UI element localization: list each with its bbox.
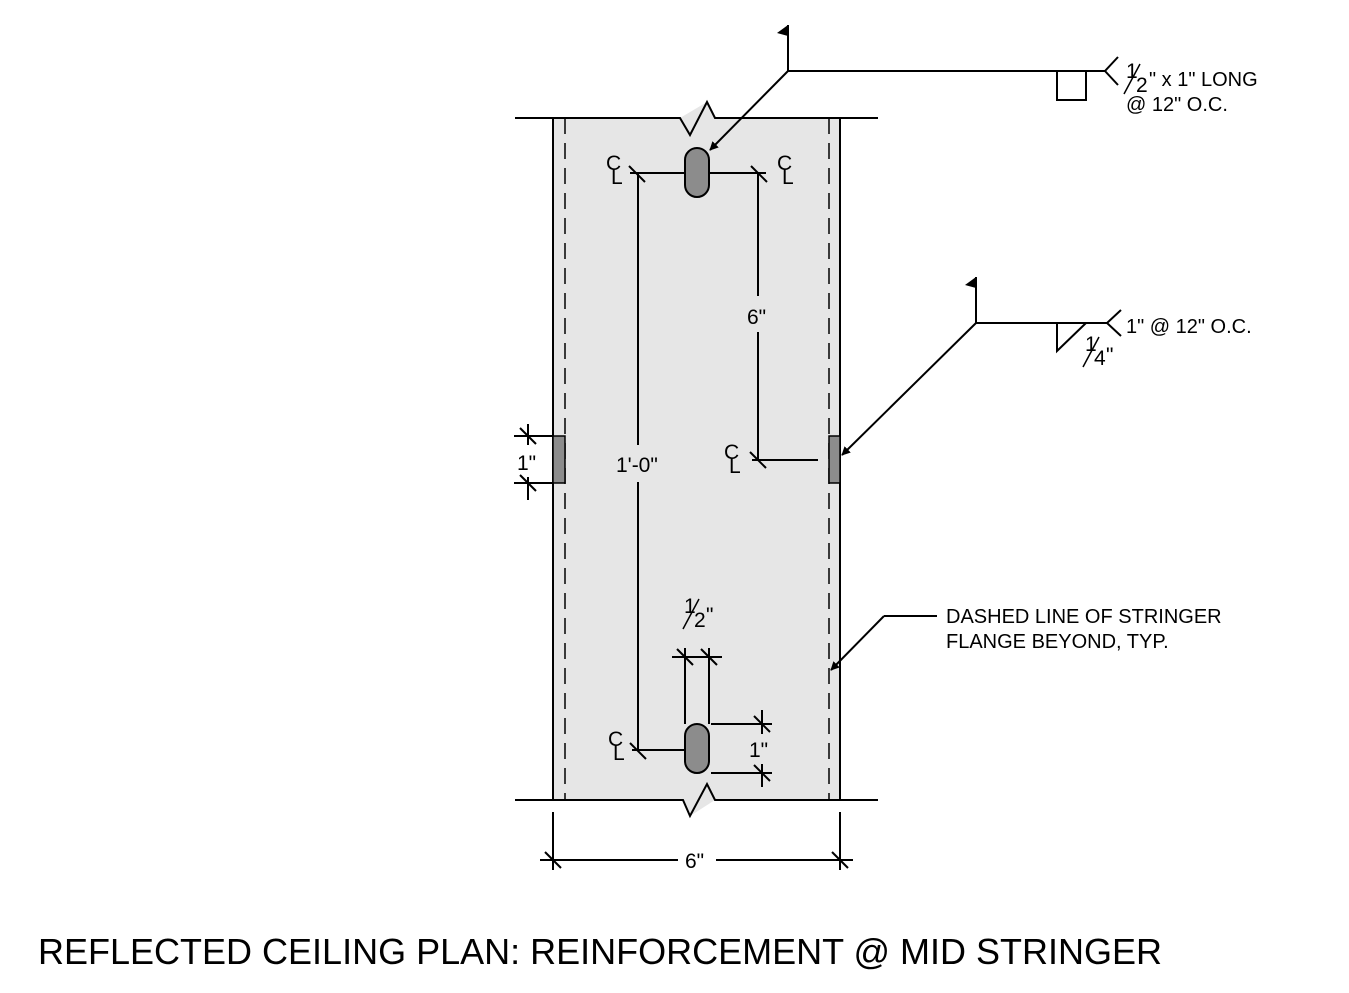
- centerline-c-letter: C: [777, 152, 792, 175]
- plug-weld-callout-line2: @ 12" O.C.: [1126, 94, 1228, 116]
- dimension-slot-width-numerator: 1: [684, 595, 696, 618]
- plug-weld-symbol: 1 2 " x 1" LONG @ 12" O.C.: [709, 25, 1258, 151]
- dashed-line-note-leader: [830, 615, 885, 671]
- plug-weld-callout-line1: " x 1" LONG: [1149, 69, 1258, 91]
- fillet-weld-size-denominator: 4: [1094, 347, 1106, 370]
- fillet-weld-triangle-icon: [1056, 322, 1087, 354]
- welds: [552, 147, 841, 774]
- centerline-symbol-mid-right: C L: [724, 441, 741, 478]
- slot-weld-icon: [1056, 71, 1087, 101]
- centerline-l-letter: L: [782, 166, 794, 189]
- dimension-lines: [514, 165, 853, 870]
- centerline-symbol-bottom-left: C L: [608, 728, 625, 765]
- centerline-symbol-top-right: C L: [777, 152, 794, 189]
- plug-weld-size-numerator: 1: [1126, 60, 1138, 83]
- fillet-weld-size-numerator: 1: [1085, 333, 1097, 356]
- bottom-break-line: [515, 781, 878, 819]
- plug-weld-slot-bottom: [684, 723, 710, 774]
- centerline-c-letter: C: [724, 441, 739, 464]
- dimension-slot-width-denominator: 2: [694, 609, 706, 632]
- drawing-title: REFLECTED CEILING PLAN: REINFORCEMENT @ …: [38, 931, 1162, 972]
- fillet-weld-callout-text: 1" @ 12" O.C.: [1126, 316, 1252, 338]
- dimension-labels: 6" 1'-0" 1" 1 2 " 1" 6": [517, 306, 768, 873]
- stringer-plan: [515, 99, 878, 819]
- dashed-line-note-line1: DASHED LINE OF STRINGER: [946, 606, 1222, 628]
- centerline-l-letter: L: [729, 455, 741, 478]
- centerline-l-letter: L: [613, 742, 625, 765]
- plug-weld-leader-arrow: [709, 70, 789, 151]
- dimension-spacing-long: 1'-0": [616, 454, 658, 477]
- dimension-edge-weld-length: 1": [517, 452, 536, 475]
- fillet-weld-left: [552, 435, 566, 484]
- dimension-stringer-width: 6": [685, 850, 704, 873]
- dimension-slot-width-suffix: ": [706, 604, 713, 627]
- centerline-l-letter: L: [611, 166, 623, 189]
- plug-weld-size-denominator: 2: [1136, 74, 1148, 97]
- fillet-weld-size-suffix: ": [1106, 344, 1113, 367]
- dashed-line-note: DASHED LINE OF STRINGER FLANGE BEYOND, T…: [830, 606, 1222, 671]
- fillet-weld-leader-arrow: [841, 322, 977, 456]
- field-weld-flag-icon: [777, 25, 788, 36]
- fillet-weld-symbol: 1" @ 12" O.C. 1 4 ": [841, 277, 1252, 456]
- centerline-symbol-top-left: C L: [606, 152, 623, 189]
- dimension-slot-length: 1": [749, 739, 768, 762]
- centerline-c-letter: C: [606, 152, 621, 175]
- centerline-c-letter: C: [608, 728, 623, 751]
- stringer-fill: [553, 102, 840, 816]
- weld-tail-icon: [1103, 56, 1119, 86]
- field-weld-flag-icon: [965, 277, 976, 288]
- dashed-line-note-line2: FLANGE BEYOND, TYP.: [946, 631, 1169, 653]
- dimension-spacing-short: 6": [747, 306, 766, 329]
- fillet-weld-right: [828, 435, 841, 484]
- weld-tail-icon: [1105, 309, 1122, 337]
- plug-weld-slot-top: [684, 147, 710, 198]
